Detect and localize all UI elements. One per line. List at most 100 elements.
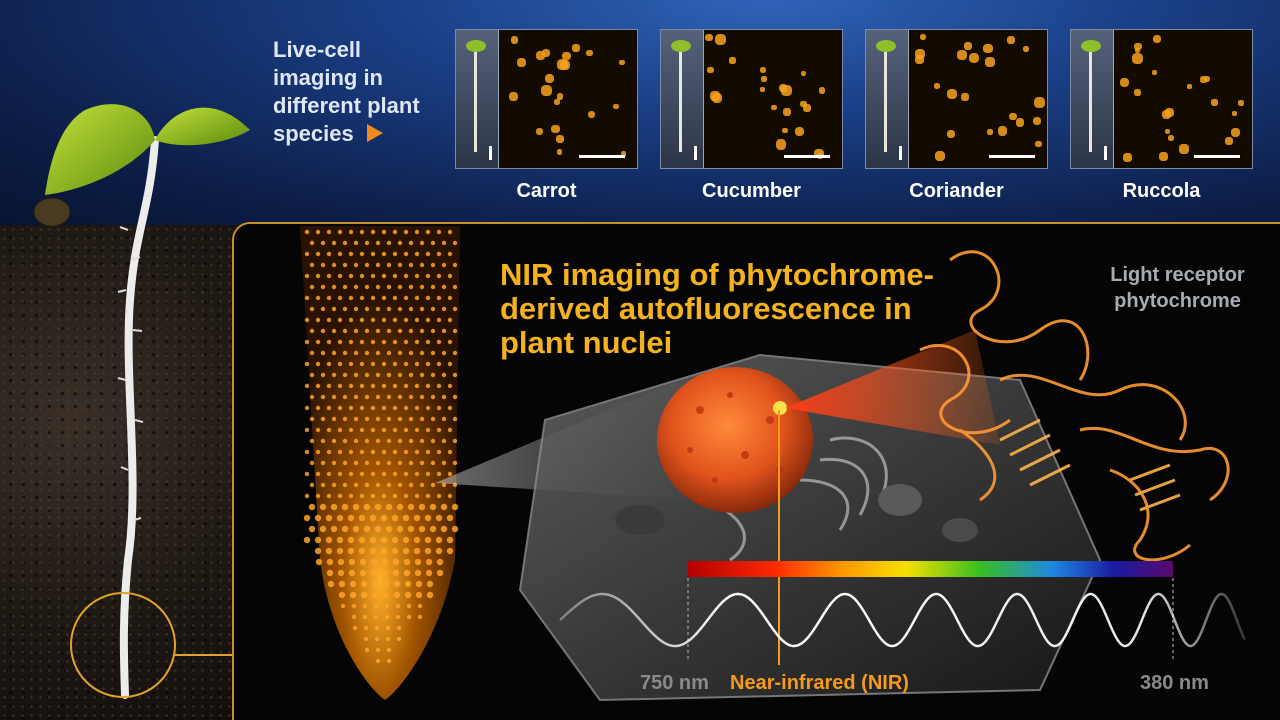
fluorescent-nucleus-dot xyxy=(452,306,458,312)
fluorescent-nucleus-dot xyxy=(353,416,359,422)
fluorescent-nucleus-dot xyxy=(441,306,447,312)
fluorescent-nucleus-dot xyxy=(385,625,391,631)
fluorescent-nucleus-dot xyxy=(425,361,431,367)
fluorescent-nucleus-dot xyxy=(1186,84,1192,90)
fluorescent-nucleus-dot xyxy=(430,262,436,268)
fluorescent-nucleus-dot xyxy=(348,405,354,411)
fluorescent-nucleus-dot xyxy=(430,460,436,466)
fluorescent-nucleus-dot xyxy=(315,295,321,301)
fluorescent-nucleus-dot xyxy=(309,328,315,334)
fluorescent-nucleus-dot xyxy=(337,273,343,279)
seedling-photo xyxy=(456,30,499,168)
fluorescent-nucleus-dot xyxy=(370,361,376,367)
species-label: Coriander xyxy=(909,180,1004,202)
fluorescent-nucleus-dot xyxy=(447,251,453,257)
micrograph xyxy=(499,30,637,168)
fluorescent-nucleus-dot xyxy=(729,57,736,64)
fluorescent-nucleus-dot xyxy=(396,503,404,511)
fluorescent-nucleus-dot xyxy=(386,350,392,356)
fluorescent-nucleus-dot xyxy=(397,328,403,334)
seedling-leaf xyxy=(876,40,896,52)
fluorescent-nucleus-dot xyxy=(571,44,580,53)
fluorescent-nucleus-dot xyxy=(331,262,337,268)
fluorescent-nucleus-dot xyxy=(425,449,431,455)
fluorescent-nucleus-dot xyxy=(800,71,806,77)
fluorescent-nucleus-dot xyxy=(348,317,354,323)
fluorescent-nucleus-dot xyxy=(364,482,370,488)
fluorescent-nucleus-dot xyxy=(331,460,337,466)
fluorescent-nucleus-dot xyxy=(363,625,369,631)
fluorescent-nucleus-dot xyxy=(370,317,376,323)
fluorescent-nucleus-dot xyxy=(414,427,420,433)
fluorescent-nucleus-dot xyxy=(419,350,425,356)
fluorescent-nucleus-dot xyxy=(403,383,409,389)
fluorescent-nucleus-dot xyxy=(303,514,311,522)
fluorescent-nucleus-dot xyxy=(516,57,526,67)
fluorescent-nucleus-dot xyxy=(331,482,337,488)
fluorescent-nucleus-dot xyxy=(364,262,370,268)
fluorescent-nucleus-dot xyxy=(397,460,403,466)
fluorescent-nucleus-dot xyxy=(395,603,401,609)
fluorescent-nucleus-dot xyxy=(364,328,370,334)
fluorescent-nucleus-dot xyxy=(381,493,387,499)
fluorescent-nucleus-dot xyxy=(402,514,410,522)
fluorescent-nucleus-dot xyxy=(535,51,545,61)
fluorescent-nucleus-dot xyxy=(436,427,442,433)
fluorescent-nucleus-dot xyxy=(364,306,370,312)
fluorescent-nucleus-dot xyxy=(359,471,365,477)
fluorescent-nucleus-dot xyxy=(381,295,387,301)
fluorescent-nucleus-dot xyxy=(309,240,315,246)
fluorescent-nucleus-dot xyxy=(370,273,376,279)
scale-bar xyxy=(694,146,697,160)
fluorescent-nucleus-dot xyxy=(349,580,357,588)
fluorescent-nucleus-dot xyxy=(441,438,447,444)
fluorescent-nucleus-dot xyxy=(1016,118,1025,127)
fluorescent-nucleus-dot xyxy=(304,339,310,345)
fluorescent-nucleus-dot xyxy=(381,427,387,433)
fluorescent-nucleus-dot xyxy=(353,306,359,312)
fluorescent-nucleus-dot xyxy=(314,547,322,555)
fluorescent-nucleus-dot xyxy=(309,416,315,422)
fluorescent-nucleus-dot xyxy=(419,394,425,400)
fluorescent-nucleus-dot xyxy=(403,471,409,477)
fluorescent-nucleus-dot xyxy=(408,240,414,246)
fluorescent-nucleus-dot xyxy=(397,240,403,246)
fluorescent-nucleus-dot xyxy=(404,591,412,599)
fluorescent-nucleus-dot xyxy=(396,625,402,631)
fluorescent-nucleus-dot xyxy=(315,427,321,433)
zoom-indicator xyxy=(70,592,232,698)
fluorescent-nucleus-dot xyxy=(408,350,414,356)
fluorescent-nucleus-dot xyxy=(353,350,359,356)
fluorescent-nucleus-dot xyxy=(430,306,436,312)
fluorescent-nucleus-dot xyxy=(447,273,453,279)
fluorescent-nucleus-dot xyxy=(331,350,337,356)
fluorescent-nucleus-dot xyxy=(425,383,431,389)
fluorescent-nucleus-dot xyxy=(375,438,381,444)
fluorescent-nucleus-dot xyxy=(309,284,315,290)
fluorescent-nucleus-dot xyxy=(381,251,387,257)
fluorescent-nucleus-dot xyxy=(441,284,447,290)
fluorescent-nucleus-dot xyxy=(436,405,442,411)
fluorescent-nucleus-dot xyxy=(309,460,315,466)
near-infrared-label: Near-infrared (NIR) xyxy=(730,672,909,694)
fluorescent-nucleus-dot xyxy=(1035,140,1042,148)
fluorescent-nucleus-dot xyxy=(1131,53,1143,65)
fluorescent-nucleus-dot xyxy=(320,438,326,444)
fluorescent-nucleus-dot xyxy=(414,295,420,301)
fluorescent-nucleus-dot xyxy=(309,482,315,488)
fluorescent-nucleus-dot xyxy=(320,416,326,422)
fluorescent-nucleus-dot xyxy=(447,493,453,499)
fluorescent-nucleus-dot xyxy=(425,339,431,345)
fluorescent-nucleus-dot xyxy=(408,482,414,488)
fluorescent-nucleus-dot xyxy=(348,251,354,257)
fluorescent-nucleus-dot xyxy=(385,525,393,533)
fluorescent-nucleus-dot xyxy=(586,49,593,57)
fluorescent-nucleus-dot xyxy=(430,328,436,334)
fluorescent-nucleus-dot xyxy=(414,383,420,389)
fluorescent-nucleus-dot xyxy=(418,525,426,533)
fluorescent-nucleus-dot xyxy=(393,591,401,599)
fluorescent-nucleus-dot xyxy=(364,284,370,290)
fluorescent-nucleus-dot xyxy=(386,328,392,334)
fluorescent-nucleus-dot xyxy=(408,262,414,268)
fluorescent-nucleus-dot xyxy=(430,438,436,444)
